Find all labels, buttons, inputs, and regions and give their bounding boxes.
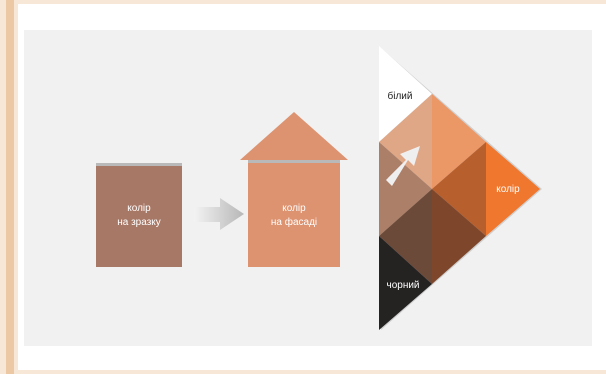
house-body — [248, 163, 340, 267]
color-triangle: білий колір чорний — [379, 46, 542, 330]
sample-color-label-line1: колір — [127, 203, 151, 214]
shade-region-2 — [432, 189, 486, 284]
arrow-icon — [194, 198, 244, 230]
facade-color-label-line2: на фасаді — [271, 216, 317, 228]
sample-color-box: колір на зразку — [96, 163, 182, 267]
white-label: білий — [388, 90, 413, 102]
facade-color-label-line1: колір — [282, 203, 306, 214]
tone-region-2 — [432, 142, 486, 236]
black-label: чорний — [386, 280, 419, 291]
tone-region-1 — [379, 142, 432, 236]
sample-box-top-edge — [96, 163, 182, 166]
tint-region-1 — [379, 94, 432, 189]
facade-house: колір на фасаді — [240, 112, 348, 267]
shade-region-1 — [379, 189, 432, 284]
house-roof — [240, 112, 348, 160]
black-region — [379, 236, 432, 330]
tint-region-2 — [432, 94, 486, 189]
sample-color-label-line2: на зразку — [117, 217, 161, 228]
pure-color-region — [486, 142, 540, 236]
house-roof-edge — [248, 160, 340, 163]
color-label: колір — [496, 184, 520, 195]
white-region — [379, 46, 432, 142]
sample-box-body — [96, 166, 182, 267]
arrow-shape — [194, 198, 244, 230]
side-strip — [6, 0, 14, 374]
direction-arrow-shape — [386, 146, 420, 186]
